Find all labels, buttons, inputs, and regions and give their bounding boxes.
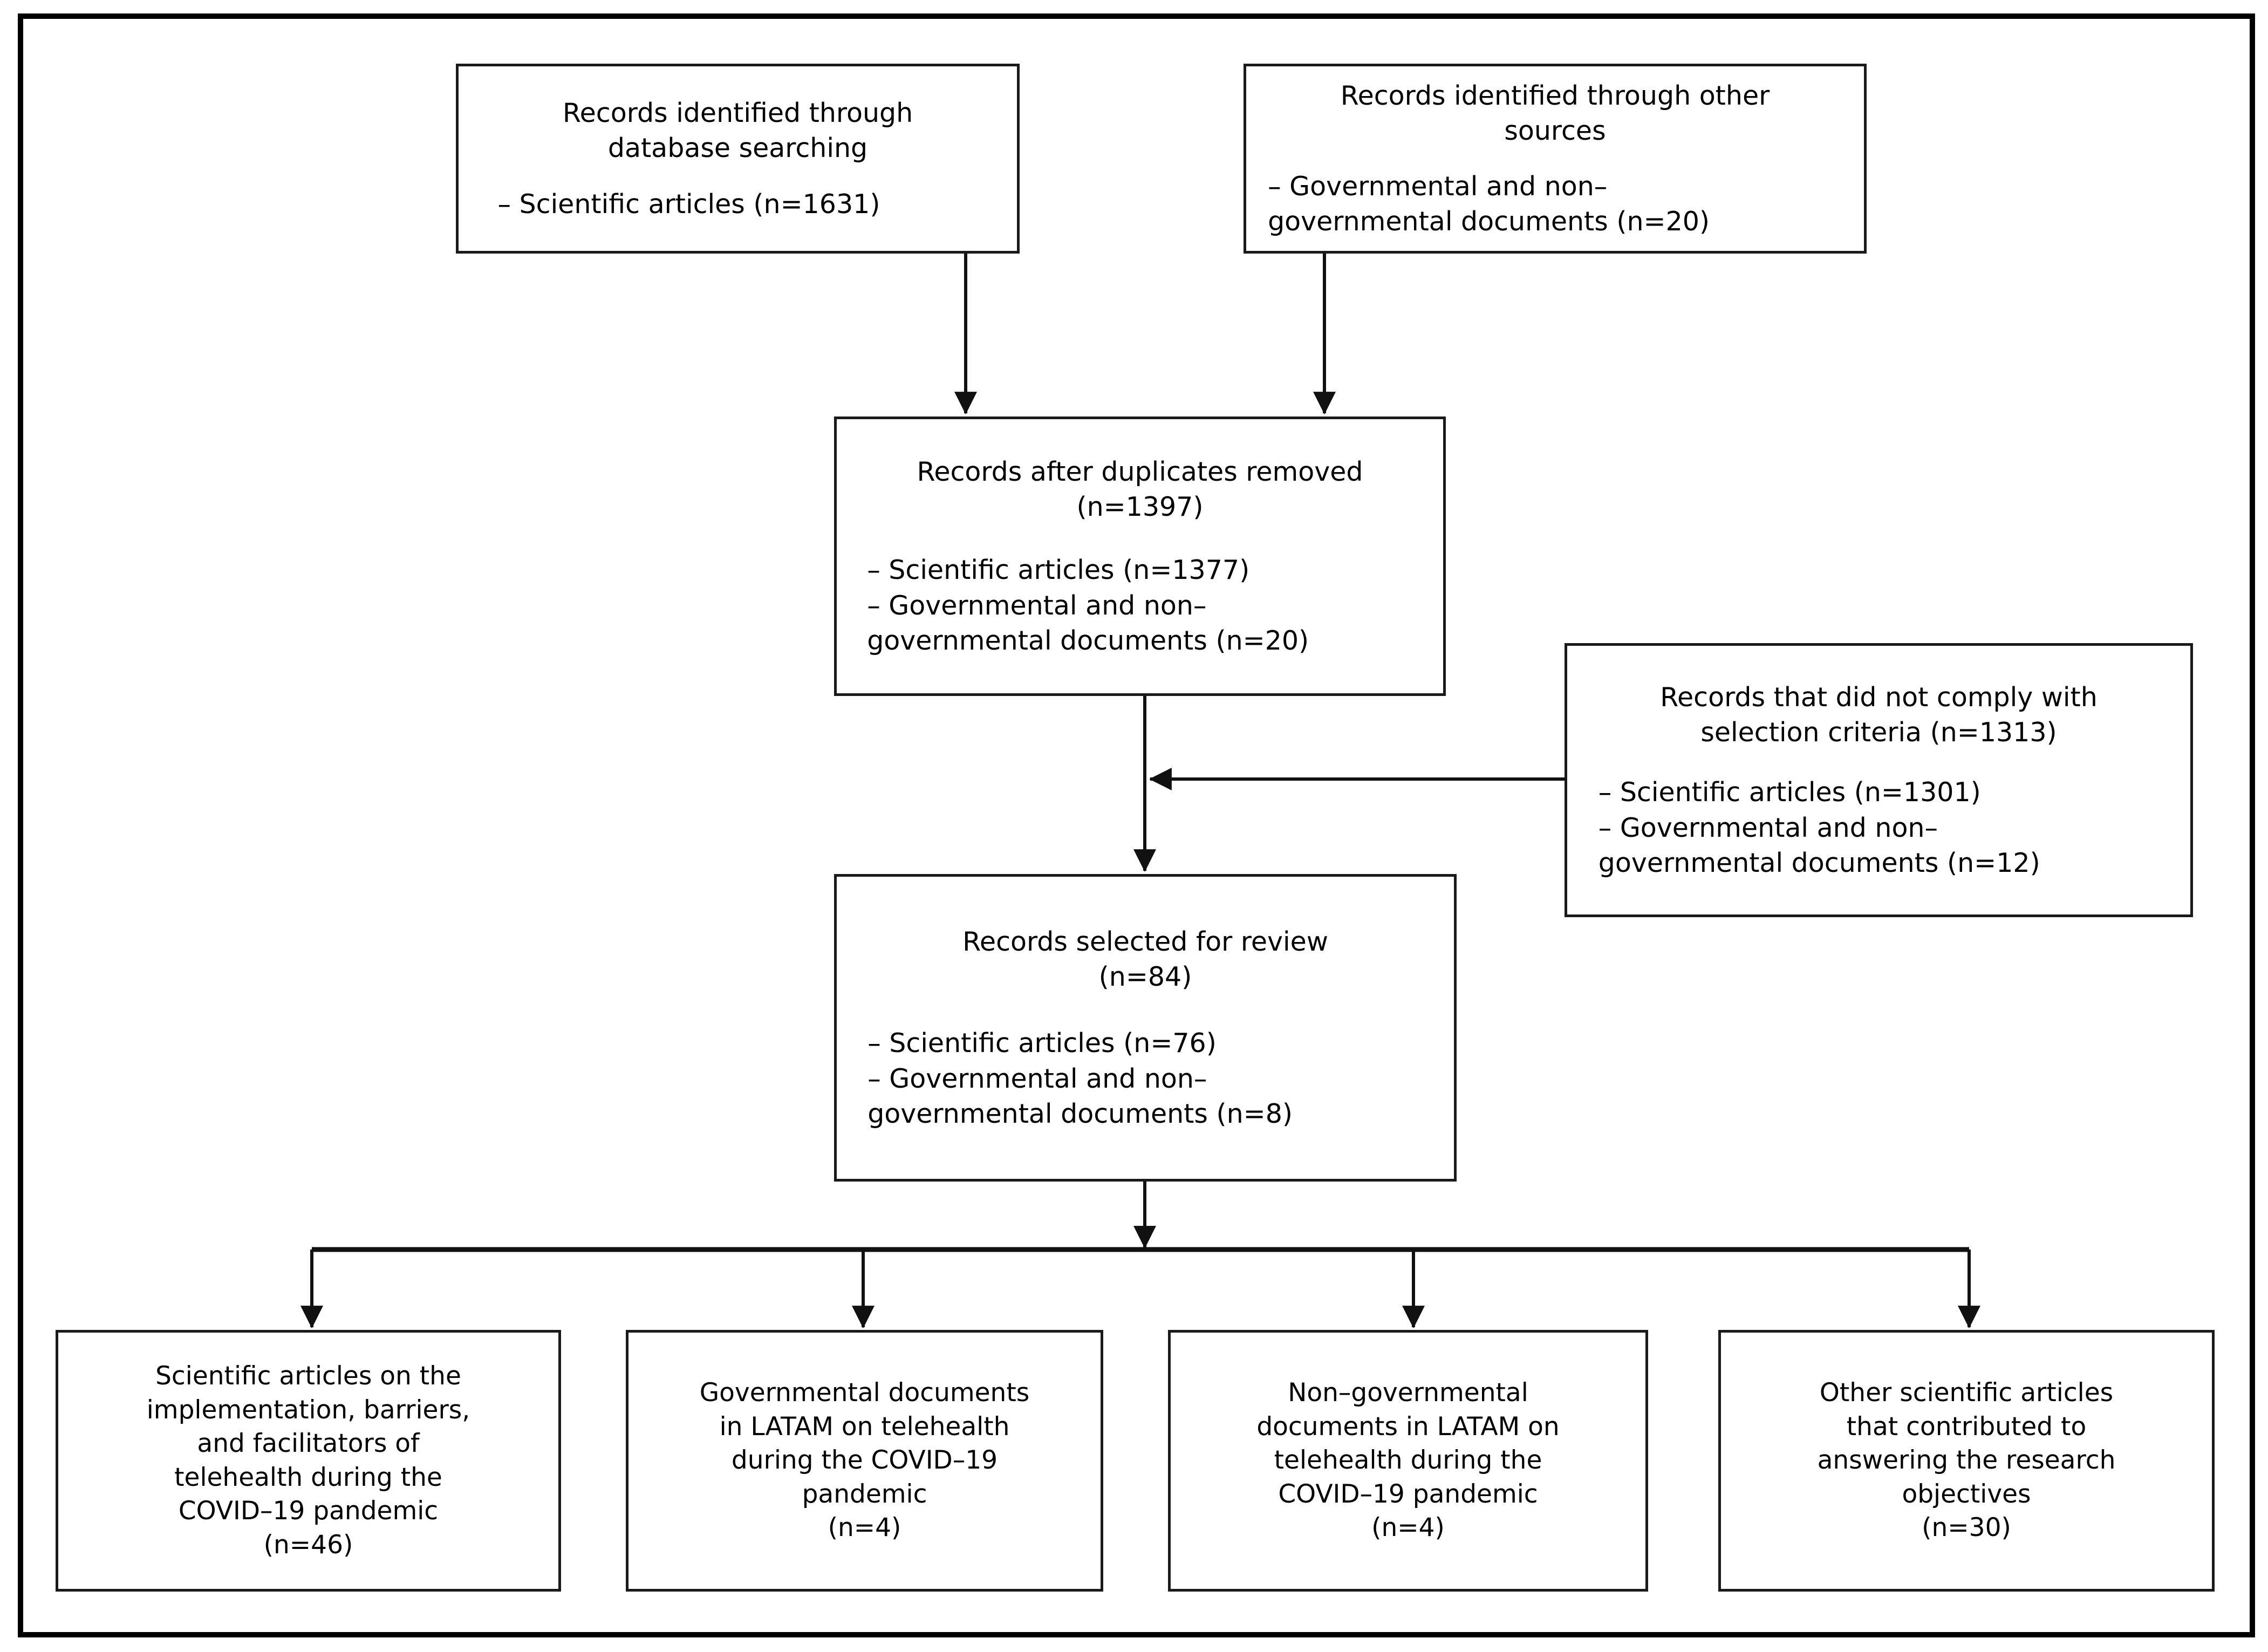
excl-item-gov-line-2: governmental documents (n=12) xyxy=(1598,847,2040,878)
box-records-selected-for-review: Records selected for review (n=84) – Sci… xyxy=(834,874,1457,1182)
outcome2-line-1: Governmental documents xyxy=(699,1378,1030,1408)
box-records-after-duplicates-removed: Records after duplicates removed (n=1397… xyxy=(834,417,1446,696)
outcome2-line-4: pandemic xyxy=(802,1479,927,1509)
sel-item-scientific-articles: – Scientific articles (n=76) xyxy=(867,1028,1217,1059)
box-outcome-scientific-articles-implementation: Scientific articles on the implementatio… xyxy=(56,1330,561,1592)
outer-frame xyxy=(18,13,2255,1637)
other-head-line-1: Records identified through other xyxy=(1340,80,1770,111)
outcome4-line-1: Other scientific articles xyxy=(1819,1378,2114,1408)
outcome4-line-3: answering the research xyxy=(1817,1445,2116,1476)
outcome1-line-3: and facilitators of xyxy=(197,1429,420,1458)
outcome1-line-1: Scientific articles on the xyxy=(155,1361,461,1391)
dup-head-line-1: Records after duplicates removed xyxy=(917,456,1363,488)
box-records-identified-other-sources: Records identified through other sources… xyxy=(1244,64,1867,254)
outcome4-count: (n=30) xyxy=(1922,1513,2011,1543)
excl-item-gov-line-1: – Governmental and non– xyxy=(1598,812,1938,843)
outcome1-count: (n=46) xyxy=(263,1530,353,1560)
dup-item-gov-line-1: – Governmental and non– xyxy=(867,590,1207,621)
outcome1-line-2: implementation, barriers, xyxy=(146,1395,470,1425)
outcome3-line-1: Non–governmental xyxy=(1288,1378,1528,1408)
outcome3-count: (n=4) xyxy=(1371,1513,1445,1543)
sel-head-line-2: (n=84) xyxy=(1098,961,1192,993)
excl-head-line-2: selection criteria (n=1313) xyxy=(1700,717,2057,748)
db-item-scientific-articles: – Scientific articles (n=1631) xyxy=(497,188,880,220)
box-outcome-governmental-documents-latam: Governmental documents in LATAM on teleh… xyxy=(626,1330,1103,1592)
outcome2-line-2: in LATAM on telehealth xyxy=(719,1411,1010,1442)
outcome2-line-3: during the COVID–19 xyxy=(731,1445,998,1476)
dup-item-scientific-articles: – Scientific articles (n=1377) xyxy=(867,555,1250,586)
box-records-identified-database: Records identified through database sear… xyxy=(456,64,1020,254)
sel-head-line-1: Records selected for review xyxy=(962,926,1328,958)
box-records-not-comply-selection-criteria: Records that did not comply with selecti… xyxy=(1565,643,2193,917)
outcome4-line-2: that contributed to xyxy=(1846,1411,2087,1442)
other-item-gov-line-2: governmental documents (n=20) xyxy=(1268,206,1710,237)
sel-item-gov-line-2: governmental documents (n=8) xyxy=(867,1098,1293,1129)
sel-item-gov-line-1: – Governmental and non– xyxy=(867,1063,1207,1094)
outcome3-line-4: COVID–19 pandemic xyxy=(1278,1479,1538,1509)
box-outcome-other-scientific-articles: Other scientific articles that contribut… xyxy=(1718,1330,2215,1592)
outcome3-line-3: telehealth during the xyxy=(1274,1445,1542,1476)
outcome1-line-4: telehealth during the xyxy=(174,1462,442,1492)
db-head-line-1: Records identified through xyxy=(562,98,913,129)
outcome1-line-5: COVID–19 pandemic xyxy=(178,1496,439,1526)
box-outcome-non-governmental-documents-latam: Non–governmental documents in LATAM on t… xyxy=(1168,1330,1648,1592)
other-head-line-2: sources xyxy=(1504,115,1606,146)
other-item-gov-line-1: – Governmental and non– xyxy=(1268,171,1608,202)
excl-item-scientific-articles: – Scientific articles (n=1301) xyxy=(1598,777,1981,808)
excl-head-line-1: Records that did not comply with xyxy=(1660,682,2098,713)
dup-item-gov-line-2: governmental documents (n=20) xyxy=(867,625,1309,656)
outcome3-line-2: documents in LATAM on xyxy=(1256,1411,1560,1442)
outcome4-line-4: objectives xyxy=(1902,1479,2031,1509)
outcome2-count: (n=4) xyxy=(828,1513,901,1543)
dup-head-line-2: (n=1397) xyxy=(1076,491,1204,523)
db-head-line-2: database searching xyxy=(607,133,868,164)
